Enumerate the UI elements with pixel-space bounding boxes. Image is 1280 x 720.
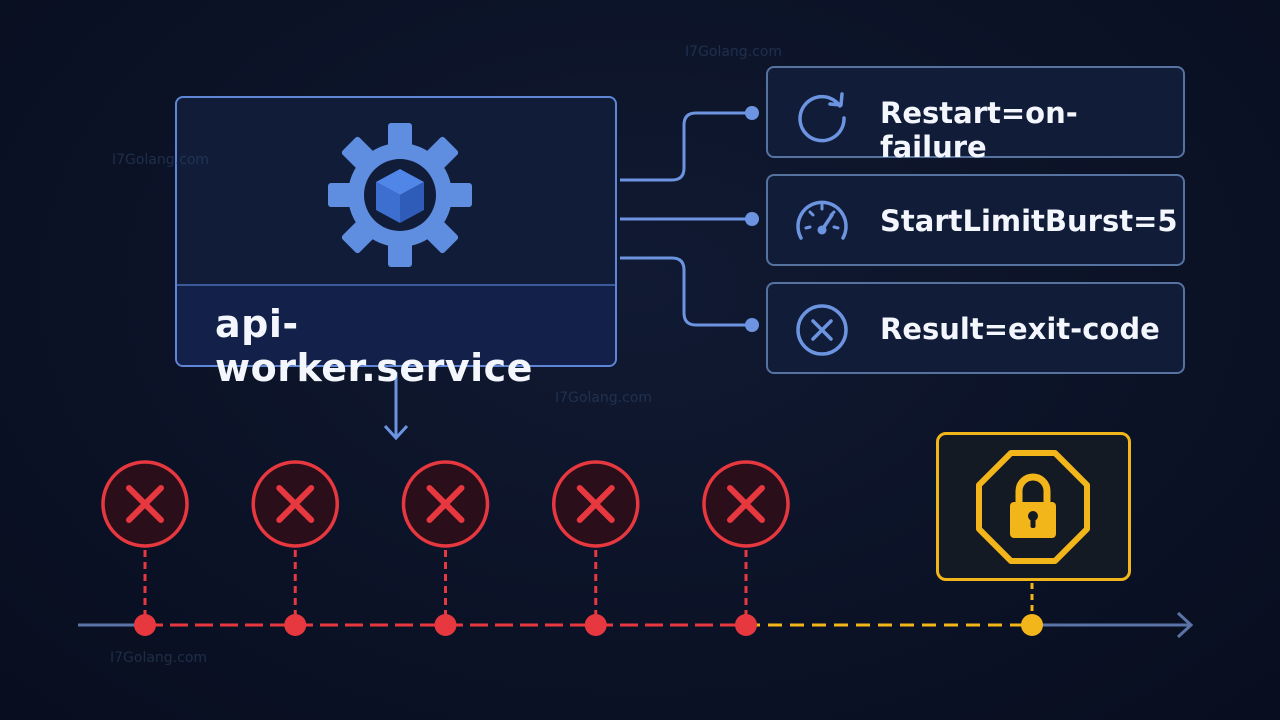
start-limit-lock-box [936, 432, 1131, 581]
timeline-arrow-icon [1176, 611, 1194, 639]
failure-x-icon [727, 485, 765, 523]
connector-dot-result [745, 318, 759, 332]
down-arrow-icon [383, 372, 409, 441]
failure-x-icon [576, 485, 615, 523]
failure-timeline-dot [584, 614, 607, 636]
watermark: I7Golang.com [110, 650, 208, 666]
config-startlimit-box: StartLimitBurst=5 [766, 174, 1185, 266]
failure-timeline-dot [134, 614, 156, 636]
config-result-label: Result=exit-code [880, 312, 1160, 346]
service-box: api-worker.service [175, 96, 617, 390]
config-result-box: Result=exit-code [766, 282, 1185, 374]
failure-x-icon [426, 485, 465, 523]
service-name: api-worker.service [215, 302, 533, 390]
gear-cube-icon [328, 123, 472, 267]
failure-timeline-dot [735, 614, 757, 636]
watermark: I7Golang.com [685, 44, 783, 60]
config-restart-box: Restart=on-failure [766, 66, 1185, 164]
failure-x-icon [126, 485, 164, 523]
connector-restart [620, 111, 752, 182]
failure-x-icon [276, 485, 315, 523]
watermark: I7Golang.com [112, 152, 210, 168]
watermark: I7Golang.com [555, 390, 653, 406]
failure-timeline-dot [284, 614, 307, 636]
lock-octagon-icon [976, 450, 1090, 564]
config-startlimit-label: StartLimitBurst=5 [880, 204, 1178, 238]
x-circle-icon [796, 304, 848, 356]
service-name-panel [177, 286, 615, 365]
failure-timeline-dot [434, 614, 457, 636]
lock-timeline-dot [1021, 614, 1043, 636]
config-restart-label: Restart=on-failure [880, 96, 1078, 164]
connector-dot-restart [745, 106, 759, 120]
speedometer-icon [796, 200, 848, 240]
connector-dot-startlimit [745, 212, 759, 226]
restart-icon [798, 92, 846, 143]
service-divider [177, 284, 615, 286]
connector-result [620, 256, 752, 327]
